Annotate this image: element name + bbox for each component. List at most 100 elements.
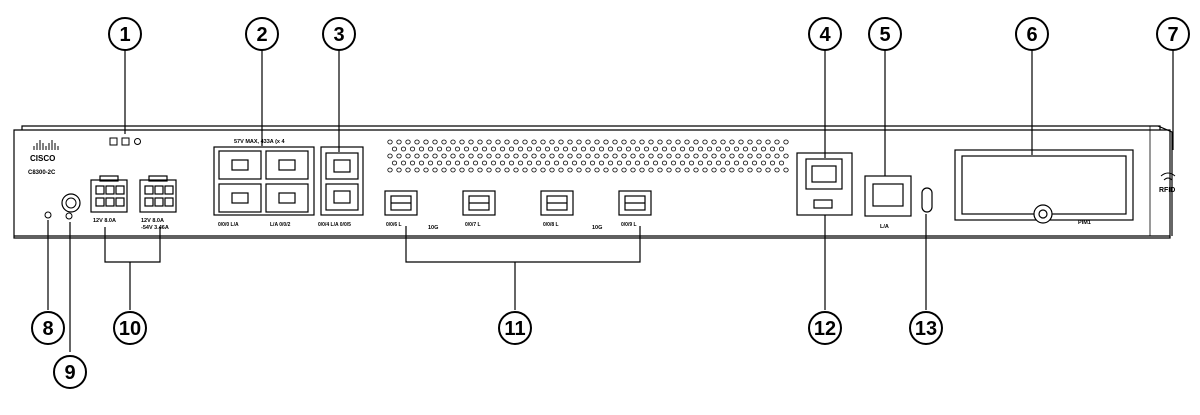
callout-circle — [53, 355, 87, 389]
callout-circle — [1156, 17, 1190, 51]
vent-hole — [621, 167, 627, 173]
vent-hole — [450, 167, 456, 173]
vent-hole — [495, 167, 501, 173]
vent-hole — [639, 167, 645, 173]
vent-hole — [432, 167, 438, 173]
vent-hole — [724, 146, 731, 152]
vent-hole — [760, 146, 767, 152]
speed-label-a: 10G — [428, 225, 438, 231]
vent-hole — [747, 153, 753, 159]
rj45-b-label: L/A 0/0/2 — [270, 222, 291, 228]
callout-circle — [1015, 17, 1049, 51]
power-input-a — [90, 175, 128, 213]
vent-hole — [585, 139, 591, 145]
vent-hole — [400, 146, 407, 152]
vent-hole — [715, 160, 722, 166]
vent-hole — [441, 153, 447, 159]
vent-hole — [549, 139, 555, 145]
vent-hole — [729, 153, 735, 159]
vent-hole — [738, 153, 744, 159]
callout-number: 8 — [42, 318, 53, 340]
vent-hole — [459, 167, 465, 173]
vent-hole — [544, 146, 551, 152]
vent-hole — [661, 160, 668, 166]
vent-hole — [396, 153, 402, 159]
vent-hole — [612, 153, 618, 159]
vent-hole — [477, 153, 483, 159]
vent-hole — [603, 139, 609, 145]
vent-hole — [468, 139, 474, 145]
callout-circle — [909, 311, 943, 345]
reset-button — [61, 193, 81, 220]
vent-hole — [441, 139, 447, 145]
vent-hole — [765, 167, 771, 173]
vent-hole — [562, 160, 569, 166]
vent-hole — [594, 139, 600, 145]
vent-hole — [522, 167, 528, 173]
vent-hole — [459, 139, 465, 145]
vent-hole — [720, 167, 726, 173]
vent-hole — [693, 153, 699, 159]
vent-hole — [540, 167, 546, 173]
vent-hole — [387, 167, 393, 173]
psu-b-label: 12V 8.0A — [141, 218, 164, 224]
vent-hole — [630, 139, 636, 145]
vent-hole — [675, 167, 681, 173]
sfp-a-label: 0/0/6 L — [386, 222, 402, 228]
callout-circle — [498, 311, 532, 345]
vent-hole — [616, 160, 623, 166]
vent-hole — [567, 153, 573, 159]
vent-hole — [729, 139, 735, 145]
vent-hole — [769, 160, 776, 166]
vent-hole — [567, 139, 573, 145]
vent-hole — [405, 167, 411, 173]
callout-12: 12 — [808, 311, 842, 345]
vent-hole — [756, 167, 762, 173]
vent-hole — [405, 153, 411, 159]
vent-hole — [522, 153, 528, 159]
vent-hole — [486, 153, 492, 159]
vent-hole — [571, 160, 578, 166]
vent-hole — [702, 153, 708, 159]
vent-hole — [576, 139, 582, 145]
pim-label: PIM1 — [1078, 220, 1091, 226]
power-input-b — [139, 175, 177, 213]
vent-hole — [486, 167, 492, 173]
vent-hole — [531, 139, 537, 145]
vent-hole — [486, 139, 492, 145]
vent-hole — [495, 153, 501, 159]
cisco-logo: CISCO C8300-2C — [28, 140, 59, 176]
vent-hole — [657, 153, 663, 159]
vent-hole — [751, 160, 758, 166]
psu-a-label: 12V 8.0A — [93, 218, 116, 224]
vent-hole — [670, 160, 677, 166]
vent-hole — [513, 153, 519, 159]
callout-circle — [113, 311, 147, 345]
vent-hole — [472, 160, 479, 166]
vent-hole — [418, 160, 425, 166]
vent-hole — [751, 146, 758, 152]
sfp-port-b — [462, 190, 496, 216]
vent-hole — [405, 139, 411, 145]
vent-hole — [490, 160, 497, 166]
callout-number: 1 — [119, 24, 130, 46]
vent-hole — [513, 139, 519, 145]
vent-hole — [445, 146, 452, 152]
vent-grille — [387, 139, 789, 173]
vent-hole — [634, 146, 641, 152]
vent-hole — [747, 167, 753, 173]
vent-hole — [450, 153, 456, 159]
vent-hole — [702, 167, 708, 173]
vent-hole — [711, 153, 717, 159]
vent-hole — [643, 160, 650, 166]
vent-hole — [553, 160, 560, 166]
vent-hole — [639, 153, 645, 159]
vent-hole — [463, 160, 470, 166]
vent-hole — [738, 139, 744, 145]
vent-hole — [783, 139, 789, 145]
rfid-label: RFID — [1159, 187, 1175, 194]
vent-hole — [549, 153, 555, 159]
callout-1: 1 — [108, 17, 142, 51]
vent-hole — [553, 146, 560, 152]
